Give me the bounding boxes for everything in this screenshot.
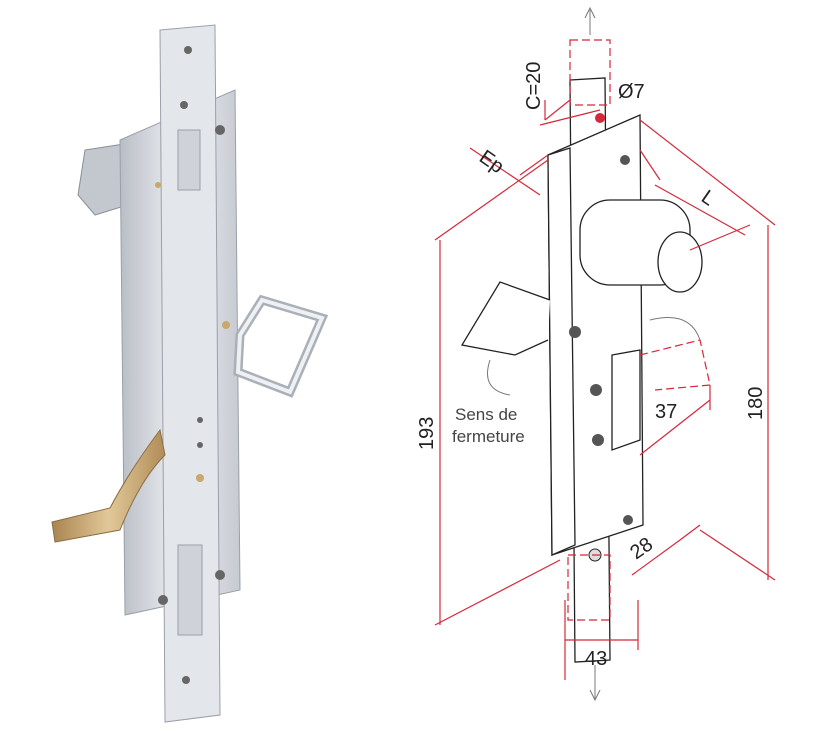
screw (592, 434, 604, 446)
screw (569, 326, 581, 338)
screw-hole (197, 442, 203, 448)
screw (623, 515, 633, 525)
note-sens: Sens de (455, 405, 517, 424)
latch-dashed (639, 339, 711, 391)
label-180: 180 (745, 387, 767, 420)
dim-180 (639, 119, 776, 581)
brass-pin (155, 182, 161, 188)
screw-hole (215, 570, 225, 580)
lock-render (51, 24, 329, 723)
cylinder-face (657, 231, 703, 293)
dim-28 (631, 524, 701, 576)
rotation-arrow-latch (649, 317, 701, 341)
brass-pin (222, 321, 230, 329)
label-193: 193 (416, 417, 438, 450)
label-43: 43 (585, 648, 607, 670)
faceplate (159, 24, 221, 723)
label-c20: C=20 (523, 62, 545, 110)
screw-hole (215, 125, 225, 135)
label-L: L (697, 186, 719, 210)
dim-193 (434, 159, 561, 626)
latch-outline (611, 349, 641, 451)
dim-43 (564, 600, 639, 680)
label-o7: Ø7 (618, 81, 645, 103)
hook-bolt (51, 428, 166, 543)
faceplate-slot-top (177, 129, 201, 191)
technical-drawing: C=20 Ø7 Ep L 193 180 37 28 43 Sens de fe… (416, 6, 776, 702)
arrow-down (589, 665, 601, 702)
handle-outline (460, 281, 551, 356)
dim-c20 (539, 99, 601, 126)
dim-ep (469, 147, 549, 196)
screw-hole (158, 595, 168, 605)
screw-hole (197, 417, 203, 423)
note-fermeture: fermeture (452, 427, 525, 446)
ring-handle (233, 294, 329, 398)
hole-o7 (595, 113, 605, 123)
dim-37 (639, 385, 711, 456)
dim-L (639, 149, 751, 251)
rotation-arrow-handle (487, 359, 511, 396)
strike-dashed-top (569, 39, 611, 106)
arrow-up (584, 6, 596, 35)
screw-hole (184, 46, 192, 54)
label-37: 37 (655, 401, 677, 423)
brass-pin (196, 474, 204, 482)
screw (590, 384, 602, 396)
strike-dashed-bottom (567, 554, 611, 621)
faceplate-slot-bottom (177, 544, 203, 636)
label-ep: Ep (475, 146, 508, 178)
screw-hole (182, 676, 190, 684)
screw-hole (180, 101, 188, 109)
body-side (547, 147, 576, 556)
screw (620, 155, 630, 165)
